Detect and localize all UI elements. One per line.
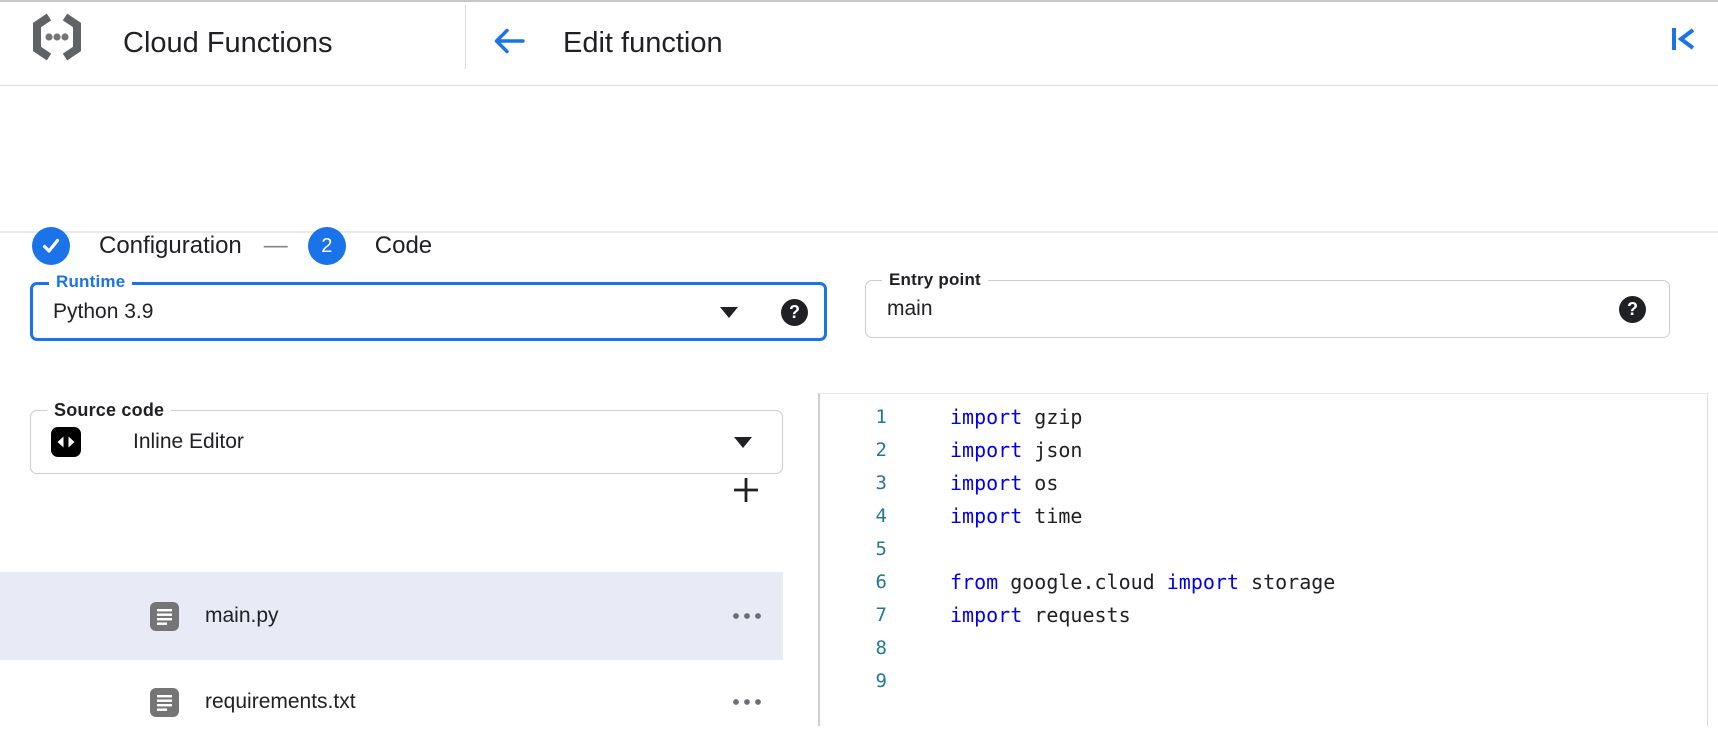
code-line[interactable]: 5: [820, 533, 1707, 566]
more-horiz-icon: [733, 613, 761, 619]
line-number: 8: [875, 637, 887, 659]
file-document-icon: [150, 687, 179, 717]
chevron-down-icon: [734, 437, 752, 448]
page-title: Edit function: [563, 27, 723, 59]
file-menu-button[interactable]: [725, 684, 769, 720]
cloud-functions-logo: [33, 13, 81, 61]
line-code: import os: [950, 471, 1059, 495]
code-line[interactable]: 7 import requests: [820, 599, 1707, 632]
line-number: 7: [875, 604, 887, 626]
file-menu-button[interactable]: [725, 598, 769, 634]
source-code-label: Source code: [47, 400, 172, 421]
step-configuration[interactable]: Configuration: [32, 227, 242, 265]
line-number: 9: [875, 670, 887, 692]
line-code: [887, 632, 950, 665]
file-row-requirements-txt[interactable]: requirements.txt: [0, 660, 783, 744]
file-name: main.py: [205, 604, 279, 627]
line-code: [887, 665, 950, 698]
code-line[interactable]: 2 import json: [820, 434, 1707, 467]
file-row-main-py[interactable]: main.py: [0, 572, 783, 660]
step-code-number-circle: 2: [307, 227, 346, 265]
file-document-icon: [150, 601, 179, 631]
runtime-label: Runtime: [49, 272, 133, 292]
chevron-down-icon: [720, 306, 738, 318]
line-code: import time: [950, 504, 1083, 528]
inline-editor-code-icon: [51, 427, 81, 457]
entry-point-field: Entry point ?: [865, 270, 1670, 338]
runtime-value: Python 3.9: [53, 299, 154, 323]
step-code-label: Code: [374, 232, 433, 259]
line-number: 4: [875, 505, 887, 527]
back-arrow-icon: [494, 28, 525, 54]
entry-point-input[interactable]: [887, 282, 1487, 336]
code-line[interactable]: 8: [820, 632, 1707, 665]
file-name: requirements.txt: [205, 690, 356, 713]
line-code: import requests: [950, 603, 1131, 627]
code-line[interactable]: 4 import time: [820, 500, 1707, 533]
add-file-button[interactable]: [723, 468, 769, 512]
back-button[interactable]: [486, 18, 532, 64]
code-editor[interactable]: 1 import gzip 2 import json 3 import os 4 impor…: [818, 393, 1708, 726]
wizard-stepper: Configuration — 2 Code: [0, 86, 1718, 265]
line-number: 1: [875, 406, 887, 428]
line-number: 5: [875, 538, 887, 560]
source-code-select[interactable]: Source code Inline Editor: [30, 400, 783, 474]
step-configuration-label: Configuration: [99, 232, 242, 259]
window-top-edge: [0, 0, 1718, 2]
source-code-value: Inline Editor: [133, 430, 244, 453]
line-number: 2: [875, 439, 887, 461]
code-line[interactable]: 1 import gzip: [820, 401, 1707, 434]
line-number: 3: [875, 472, 887, 494]
collapse-panel-icon: [1672, 28, 1695, 50]
line-code: from google.cloud import storage: [950, 570, 1336, 594]
stepper-connector: —: [263, 232, 288, 259]
step-configuration-check-circle: [32, 227, 70, 265]
line-code: [887, 533, 950, 566]
collapse-panel-button[interactable]: [1662, 16, 1704, 62]
line-number: 6: [875, 571, 887, 593]
line-code: import json: [950, 438, 1083, 462]
step-code[interactable]: 2 Code: [307, 227, 433, 265]
code-line[interactable]: 9: [820, 665, 1707, 698]
code-line[interactable]: 6 from google.cloud import storage: [820, 566, 1707, 599]
app-header: Cloud Functions Edit function: [0, 2, 1718, 86]
code-lines: 1 import gzip 2 import json 3 import os 4 impor…: [820, 401, 1707, 698]
plus-icon: [734, 478, 758, 502]
entry-point-help-button[interactable]: ?: [1619, 296, 1646, 323]
header-divider: [465, 5, 466, 69]
code-line[interactable]: 3 import os: [820, 467, 1707, 500]
runtime-select[interactable]: Runtime Python 3.9 ?: [30, 272, 827, 341]
more-horiz-icon: [733, 699, 761, 705]
check-icon: [42, 238, 60, 253]
line-code: import gzip: [950, 405, 1083, 429]
product-title: Cloud Functions: [123, 27, 333, 59]
runtime-help-button[interactable]: ?: [781, 298, 808, 326]
